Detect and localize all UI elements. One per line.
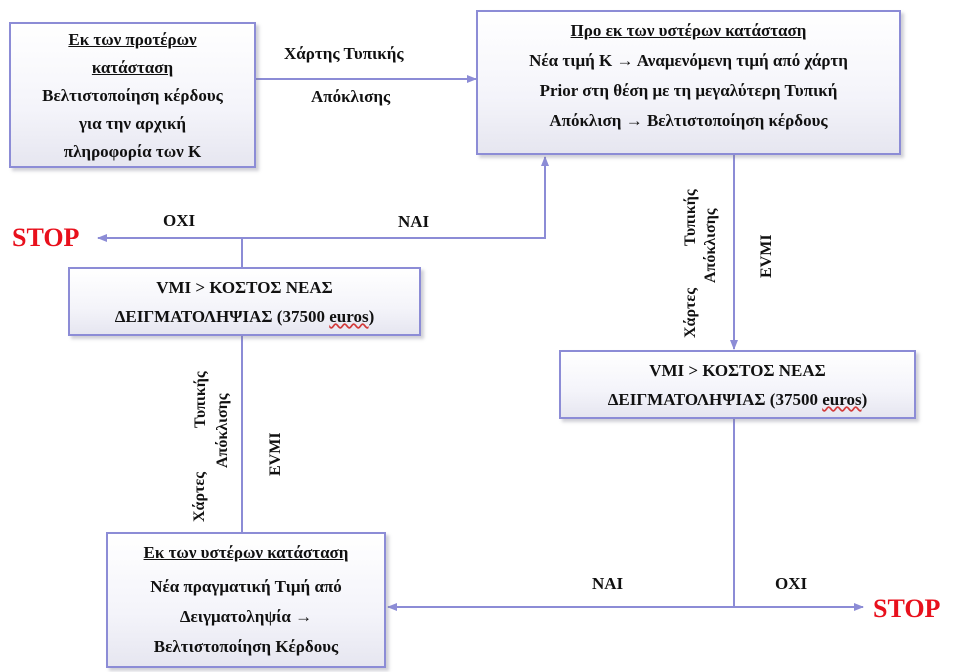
preposterior-body-line-3: Απόκλιση → Βελτιστοποίηση κέρδους [549,111,828,130]
left-vertical-stddev-label-2: Απόκλισης [214,393,231,468]
left-vertical-evmi-label: EVMI [267,432,284,476]
posterior-body-line-2: Δειγματοληψία → [179,607,313,626]
vmi-left-unit: euros [329,307,369,326]
posterior-body-line-3: Βελτιστοποίηση Κέρδους [153,637,339,656]
vmi-left-line-1: VMI > ΚΟΣΤΟΣ ΝΕΑΣ [156,278,333,297]
prior-title-line-2: κατάσταση [91,58,174,77]
left-vertical-stddev-label-1: Τυπικής [192,371,209,428]
no-label-top: ΟΧΙ [163,211,196,230]
std-deviation-map-label-line-2: Απόκλισης [311,87,391,106]
preposterior-body-line-2: Prior στη θέση με τη μεγαλύτερη Τυπική [539,81,838,100]
prior-body-line-1: Βελτιστοποίηση κέρδους [42,86,223,105]
vmi-decision-box-left: VMI > ΚΟΣΤΟΣ ΝΕΑΣ ΔΕΙΓΜΑΤΟΛΗΨΙΑΣ (37500 … [68,267,421,336]
vmi-right-line-2-main: ΔΕΙΓΜΑΤΟΛΗΨΙΑΣ (37500 [607,390,823,409]
prior-body-line-2: για την αρχική [78,114,187,133]
right-vertical-stddev-label-1: Τυπικής [682,189,699,246]
stop-label-top: STOP [12,223,80,252]
posterior-body-line-1: Νέα πραγματική Τιμή από [150,577,342,596]
preposterior-body-line-1: Νέα τιμή Κ → Αναμενόμενη τιμή από χάρτη [529,51,848,70]
prior-title-line-1: Εκ των προτέρων [68,30,197,49]
std-deviation-map-label-line-1: Χάρτης Τυπικής [284,44,404,63]
vmi-left-line-2: ΔΕΙΓΜΑΤΟΛΗΨΙΑΣ (37500 euros) [70,302,419,331]
vmi-right-line-2-end: ) [861,390,868,409]
stop-label-bottom: STOP [873,594,941,623]
vmi-right-line-2: ΔΕΙΓΜΑΤΟΛΗΨΙΑΣ (37500 euros) [561,385,914,414]
right-vertical-evmi-label: EVMI [758,234,775,278]
posterior-title: Εκ των υστέρων κατάσταση [143,543,349,562]
preposterior-state-box: Προ εκ των υστέρων κατάσταση Νέα τιμή Κ … [476,10,901,155]
vmi-right-line-1: VMI > ΚΟΣΤΟΣ ΝΕΑΣ [649,361,826,380]
left-vertical-maps-label: Χάρτες [191,471,208,522]
right-vertical-stddev-label-2: Απόκλισης [702,208,719,283]
right-vertical-maps-label: Χάρτες [682,287,699,338]
vmi-right-unit: euros [822,390,862,409]
arrow-vmi-left-yes-to-preposterior [241,156,549,267]
yes-label-top: ΝΑΙ [398,212,430,231]
no-label-bottom: ΟΧΙ [775,574,808,593]
vmi-decision-box-right: VMI > ΚΟΣΤΟΣ ΝΕΑΣ ΔΕΙΓΜΑΤΟΛΗΨΙΑΣ (37500 … [559,350,916,419]
yes-label-bottom: ΝΑΙ [592,574,624,593]
vmi-left-line-2-end: ) [368,307,375,326]
prior-state-box: Εκ των προτέρων κατάσταση Βελτιστοποίηση… [9,22,256,168]
preposterior-title: Προ εκ των υστέρων κατάσταση [570,21,807,40]
posterior-state-box: Εκ των υστέρων κατάσταση Νέα πραγματική … [106,532,386,668]
vmi-left-line-2-main: ΔΕΙΓΜΑΤΟΛΗΨΙΑΣ (37500 [114,307,330,326]
prior-body-line-3: πληροφορία των Κ [63,142,202,161]
